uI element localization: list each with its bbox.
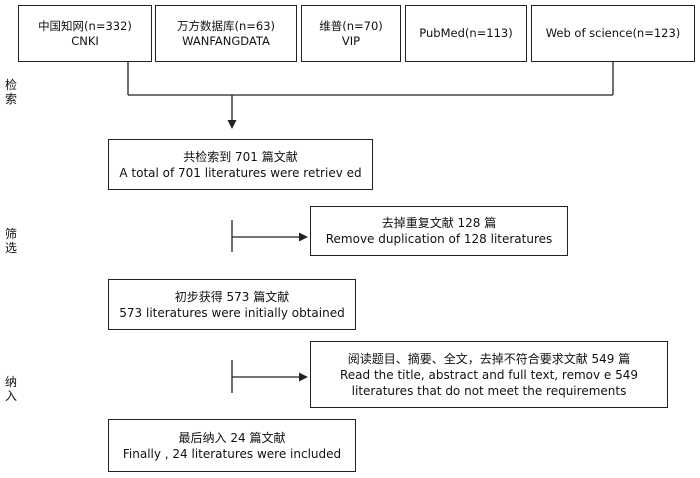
source-wanfang-name: WANFANGDATA [182, 33, 270, 48]
stage-screen-char1: 筛 [4, 227, 17, 241]
step-box-retrieved: 共检索到 701 篇文献 A total of 701 literatures … [108, 139, 373, 190]
step-excluded-en1: Read the title, abstract and full text, … [339, 367, 638, 382]
step-excluded-zh: 阅读题目、摘要、全文，去掉不符合要求文献 549 篇 [347, 351, 631, 366]
step-box-duplicates: 去掉重复文献 128 篇 Remove duplication of 128 l… [310, 206, 568, 256]
source-box-vip: 维普(n=70) VIP [301, 5, 401, 62]
stage-label-include: 纳 入 [4, 375, 18, 403]
stage-screen-char2: 选 [4, 241, 17, 255]
step-box-excluded: 阅读题目、摘要、全文，去掉不符合要求文献 549 篇 Read the titl… [310, 341, 668, 408]
stage-search-char2: 索 [4, 92, 17, 106]
stage-label-screen: 筛 选 [4, 227, 18, 255]
stage-include-char2: 入 [4, 389, 17, 403]
source-wanfang-count: 万方数据库(n=63) [176, 18, 276, 33]
step-excluded-en2: literatures that do not meet the require… [351, 383, 627, 398]
source-pubmed-count: PubMed(n=113) [419, 26, 513, 40]
step-initial-en: 573 literatures were initially obtained [119, 305, 345, 320]
source-cnki-name: CNKI [71, 33, 99, 48]
source-box-wanfang: 万方数据库(n=63) WANFANGDATA [155, 5, 297, 62]
step-retrieved-en: A total of 701 literatures were retriev … [119, 165, 362, 180]
source-cnki-count: 中国知网(n=332) [38, 18, 132, 33]
step-box-final: 最后纳入 24 篇文献 Finally , 24 literatures wer… [108, 419, 356, 472]
step-final-zh: 最后纳入 24 篇文献 [178, 430, 286, 445]
stage-search-char1: 检 [4, 78, 17, 92]
source-wos-count: Web of science(n=123) [545, 26, 681, 40]
step-final-en: Finally , 24 literatures were included [122, 446, 342, 461]
step-duplicates-en: Remove duplication of 128 literatures [325, 232, 553, 246]
step-initial-zh: 初步获得 573 篇文献 [174, 289, 290, 304]
step-duplicates-zh: 去掉重复文献 128 篇 [381, 216, 497, 230]
source-vip-name: VIP [341, 33, 361, 48]
step-box-initial: 初步获得 573 篇文献 573 literatures were initia… [108, 279, 356, 330]
stage-include-char1: 纳 [4, 375, 17, 389]
source-box-cnki: 中国知网(n=332) CNKI [18, 5, 152, 62]
step-retrieved-zh: 共检索到 701 篇文献 [183, 149, 298, 164]
source-vip-count: 维普(n=70) [319, 18, 383, 33]
source-box-wos: Web of science(n=123) [531, 5, 695, 62]
source-box-pubmed: PubMed(n=113) [405, 5, 527, 62]
stage-label-search: 检 索 [4, 78, 18, 106]
